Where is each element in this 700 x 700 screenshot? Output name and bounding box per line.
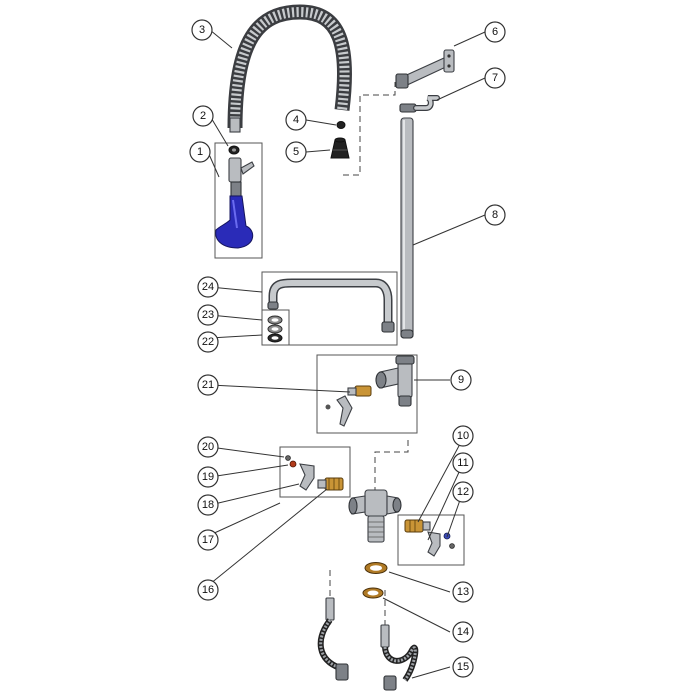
callout-20: 20 bbox=[197, 436, 219, 458]
part-1-spray-valve bbox=[215, 157, 255, 249]
part-8-riser-tube bbox=[400, 117, 414, 339]
part-23-o-ring bbox=[267, 315, 283, 334]
part-12-screw-and-button bbox=[443, 532, 455, 549]
main-mixing-body bbox=[348, 489, 402, 543]
callout-19: 19 bbox=[197, 466, 219, 488]
part-24-swing-spout bbox=[267, 278, 395, 333]
callout-label: 24 bbox=[202, 281, 214, 293]
part-14-washer bbox=[362, 587, 384, 599]
callout-label: 9 bbox=[458, 374, 464, 386]
callout-23: 23 bbox=[197, 304, 219, 326]
part-5-bumper bbox=[330, 137, 350, 159]
callout-label: 6 bbox=[492, 26, 498, 38]
callout-label: 4 bbox=[293, 114, 299, 126]
callout-18: 18 bbox=[197, 494, 219, 516]
callout-label: 11 bbox=[457, 457, 468, 469]
part-4-washer bbox=[336, 121, 346, 129]
part-16-cartridge bbox=[317, 477, 344, 491]
callout-label: 18 bbox=[202, 499, 214, 511]
callout-label: 13 bbox=[457, 586, 469, 598]
callout-13: 13 bbox=[452, 581, 474, 603]
assembly-dashed-lines bbox=[329, 82, 409, 625]
callout-6: 6 bbox=[484, 21, 506, 43]
callout-label: 22 bbox=[202, 336, 214, 348]
part-20-screw bbox=[285, 455, 291, 461]
callout-4: 4 bbox=[285, 109, 307, 131]
callout-label: 19 bbox=[202, 471, 214, 483]
callout-24: 24 bbox=[197, 276, 219, 298]
callout-leader-lines bbox=[207, 29, 486, 679]
callout-label: 14 bbox=[457, 626, 469, 638]
callout-7: 7 bbox=[484, 67, 506, 89]
part-6-wall-bracket bbox=[395, 49, 455, 89]
callout-12: 12 bbox=[452, 481, 474, 503]
group-boxes bbox=[214, 142, 465, 566]
callout-label: 2 bbox=[200, 110, 206, 122]
part-22-o-ring bbox=[267, 333, 283, 343]
callout-label: 1 bbox=[197, 146, 203, 158]
callout-10: 10 bbox=[452, 425, 474, 447]
callout-label: 23 bbox=[202, 309, 214, 321]
callout-16: 16 bbox=[197, 579, 219, 601]
callout-1: 1 bbox=[189, 141, 211, 163]
part-19-index-button bbox=[289, 460, 297, 468]
callout-11: 11 bbox=[452, 452, 474, 474]
part-2-nut bbox=[228, 145, 240, 155]
callout-label: 16 bbox=[202, 584, 214, 596]
callout-3: 3 bbox=[191, 19, 213, 41]
part-7-hook-bracket bbox=[399, 95, 440, 113]
part-18-lever-handle bbox=[299, 463, 315, 491]
callout-2: 2 bbox=[192, 105, 214, 127]
callout-label: 12 bbox=[457, 486, 469, 498]
callout-8: 8 bbox=[484, 204, 506, 226]
callout-9: 9 bbox=[450, 369, 472, 391]
part-21-cartridge bbox=[325, 385, 372, 427]
part-13-washer bbox=[364, 562, 388, 574]
callout-label: 20 bbox=[202, 441, 214, 453]
part-3-spring-coil bbox=[227, 4, 352, 133]
part-11-lever-handle bbox=[427, 531, 441, 557]
callout-21: 21 bbox=[197, 374, 219, 396]
callout-15: 15 bbox=[452, 656, 474, 678]
callout-label: 5 bbox=[293, 146, 299, 158]
callout-22: 22 bbox=[197, 331, 219, 353]
callout-label: 8 bbox=[492, 209, 498, 221]
callout-14: 14 bbox=[452, 621, 474, 643]
callout-label: 17 bbox=[202, 534, 214, 546]
callout-label: 7 bbox=[492, 72, 498, 84]
callout-label: 3 bbox=[199, 24, 205, 36]
callout-5: 5 bbox=[285, 141, 307, 163]
callout-label: 15 bbox=[457, 661, 469, 673]
callout-17: 17 bbox=[197, 529, 219, 551]
callout-label: 10 bbox=[457, 430, 469, 442]
part-15-flex-hoses bbox=[317, 597, 419, 691]
callout-label: 21 bbox=[202, 379, 214, 391]
part-10-cartridge bbox=[404, 519, 431, 533]
part-9-add-on-faucet-body bbox=[375, 355, 415, 407]
